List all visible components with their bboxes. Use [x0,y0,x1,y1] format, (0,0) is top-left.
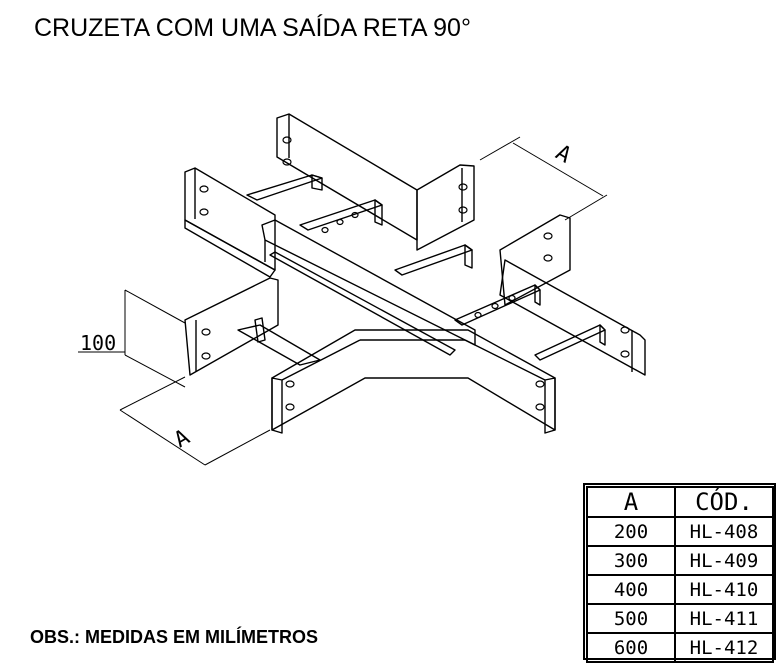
dimension-height-label: 100 [80,331,116,355]
cell-a: 600 [586,632,676,663]
measurement-note: OBS.: MEDIDAS EM MILÍMETROS [30,627,318,647]
table-row: 400 HL-410 [586,574,774,605]
bolt-holes [199,136,630,411]
cell-cod: HL-409 [674,545,774,576]
front-flange [271,329,556,434]
code-table: A CÓD. 200 HL-408 300 HL-409 400 HL-410 … [586,486,774,663]
table-row: 500 HL-411 [586,603,774,634]
right-rail [499,214,646,376]
cell-cod: HL-411 [674,603,774,634]
rungs [237,174,606,366]
dimension-a-bottom-label: A [170,425,194,453]
table-row: 200 HL-408 [586,516,774,547]
cell-a: 200 [586,516,676,547]
table-row: 600 HL-412 [586,632,774,663]
table-header-row: A CÓD. [586,486,774,518]
left-back-rail [184,167,276,278]
central-rail [261,219,476,356]
cell-cod: HL-408 [674,516,774,547]
cell-a: 500 [586,603,676,634]
front-left-rail [184,277,279,376]
dimension-a-top-label: A [551,140,575,168]
cell-a: 300 [586,545,676,576]
dimension-height [78,289,186,388]
table-row: 300 HL-409 [586,545,774,576]
dimension-a-bottom [119,376,271,466]
header-a: A [586,486,676,518]
dimension-a-top [479,136,608,221]
cell-a: 400 [586,574,676,605]
page-title: CRUZETA COM UMA SAÍDA RETA 90° [34,14,471,42]
upper-arm-flange [276,113,475,251]
header-cod: CÓD. [674,486,774,518]
cell-cod: HL-410 [674,574,774,605]
cell-cod: HL-412 [674,632,774,663]
